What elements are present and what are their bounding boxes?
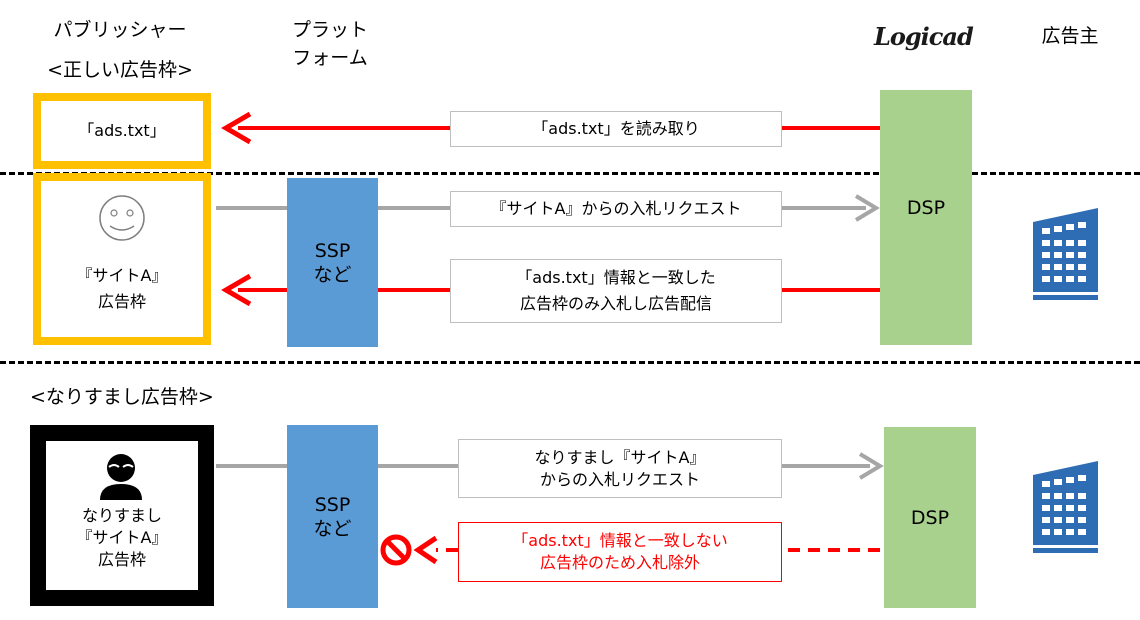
ssp-bottom-line1: SSP bbox=[314, 493, 351, 516]
request-arrowhead bbox=[854, 194, 880, 222]
correct-slot-header: <正しい広告枠> bbox=[47, 59, 193, 81]
site-a-label-line1: 『サイトA』 bbox=[76, 266, 168, 285]
ssp-top-line1: SSP bbox=[314, 239, 351, 262]
reject-message-line2: 広告枠のため入札除外 bbox=[539, 553, 700, 572]
spoof-request-line1: なりすまし『サイトA』 bbox=[534, 447, 706, 467]
reject-message-line1: 「ads.txt」情報と一致しない bbox=[512, 531, 728, 550]
advertiser-header: 広告主 bbox=[1041, 25, 1099, 47]
site-a-slot-label: 『サイトA』 広告枠 bbox=[33, 265, 211, 313]
dsp-top-label: DSP bbox=[906, 196, 946, 219]
hacker-icon bbox=[100, 454, 142, 500]
building-icon-top bbox=[1033, 208, 1098, 300]
spoof-request-arrowhead bbox=[858, 452, 884, 480]
spoof-slot-title: <なりすまし広告枠> bbox=[30, 386, 214, 408]
separator-top bbox=[0, 172, 1140, 175]
spoof-label-line2: 『サイトA』 bbox=[76, 528, 168, 547]
dsp-bottom-label: DSP bbox=[910, 506, 950, 529]
bid-message-line1: 「ads.txt」情報と一致した bbox=[516, 268, 716, 287]
reject-message: 「ads.txt」情報と一致しない 広告枠のため入札除外 bbox=[458, 522, 782, 582]
spoof-request-line2: からの入札リクエスト bbox=[539, 469, 700, 489]
bid-message-line2: 広告枠のみ入札し広告配信 bbox=[519, 294, 712, 313]
logicad-logo: Logicad bbox=[874, 22, 984, 51]
site-a-slot-box bbox=[33, 173, 211, 345]
spoof-request-message: なりすまし『サイトA』 からの入札リクエスト bbox=[458, 439, 782, 498]
spoof-slot-label: なりすまし 『サイトA』 広告枠 bbox=[30, 505, 214, 571]
logicad-logo-text: Logicad bbox=[874, 22, 974, 51]
spoof-label-line3: 広告枠 bbox=[97, 550, 146, 569]
publisher-header: パブリッシャー bbox=[53, 19, 187, 41]
reject-arrowhead bbox=[413, 535, 438, 565]
spoof-label-line1: なりすまし bbox=[81, 506, 162, 525]
site-a-label-line2: 広告枠 bbox=[97, 292, 146, 311]
read-ads-txt-arrowhead bbox=[221, 111, 252, 145]
ssp-bottom-line2: など bbox=[313, 517, 352, 540]
ssp-box-bottom: SSP など bbox=[287, 425, 378, 608]
read-ads-txt-message: 「ads.txt」を読み取り bbox=[450, 111, 782, 147]
ads-txt-label: 「ads.txt」 bbox=[78, 121, 166, 140]
request-message: 『サイトA』からの入札リクエスト bbox=[450, 191, 782, 227]
dsp-box-top: DSP bbox=[880, 90, 972, 345]
dsp-box-bottom: DSP bbox=[884, 427, 976, 608]
separator-middle bbox=[0, 361, 1140, 364]
smiley-face-icon bbox=[99, 195, 145, 241]
prohibited-icon bbox=[380, 534, 412, 566]
ads-txt-box: 「ads.txt」 bbox=[33, 93, 211, 169]
ssp-top-line2: など bbox=[313, 263, 352, 286]
platform-header-line1: プラット bbox=[291, 19, 368, 41]
ssp-box-top: SSP など bbox=[287, 178, 378, 347]
request-message-text: 『サイトA』からの入札リクエスト bbox=[490, 199, 742, 218]
platform-header: プラット フォーム bbox=[270, 18, 390, 70]
platform-header-line2: フォーム bbox=[292, 47, 368, 69]
building-icon-bottom bbox=[1033, 461, 1098, 553]
bid-arrowhead bbox=[221, 273, 252, 307]
read-ads-txt-text: 「ads.txt」を読み取り bbox=[532, 119, 700, 138]
bid-message: 「ads.txt」情報と一致した 広告枠のみ入札し広告配信 bbox=[450, 259, 782, 323]
